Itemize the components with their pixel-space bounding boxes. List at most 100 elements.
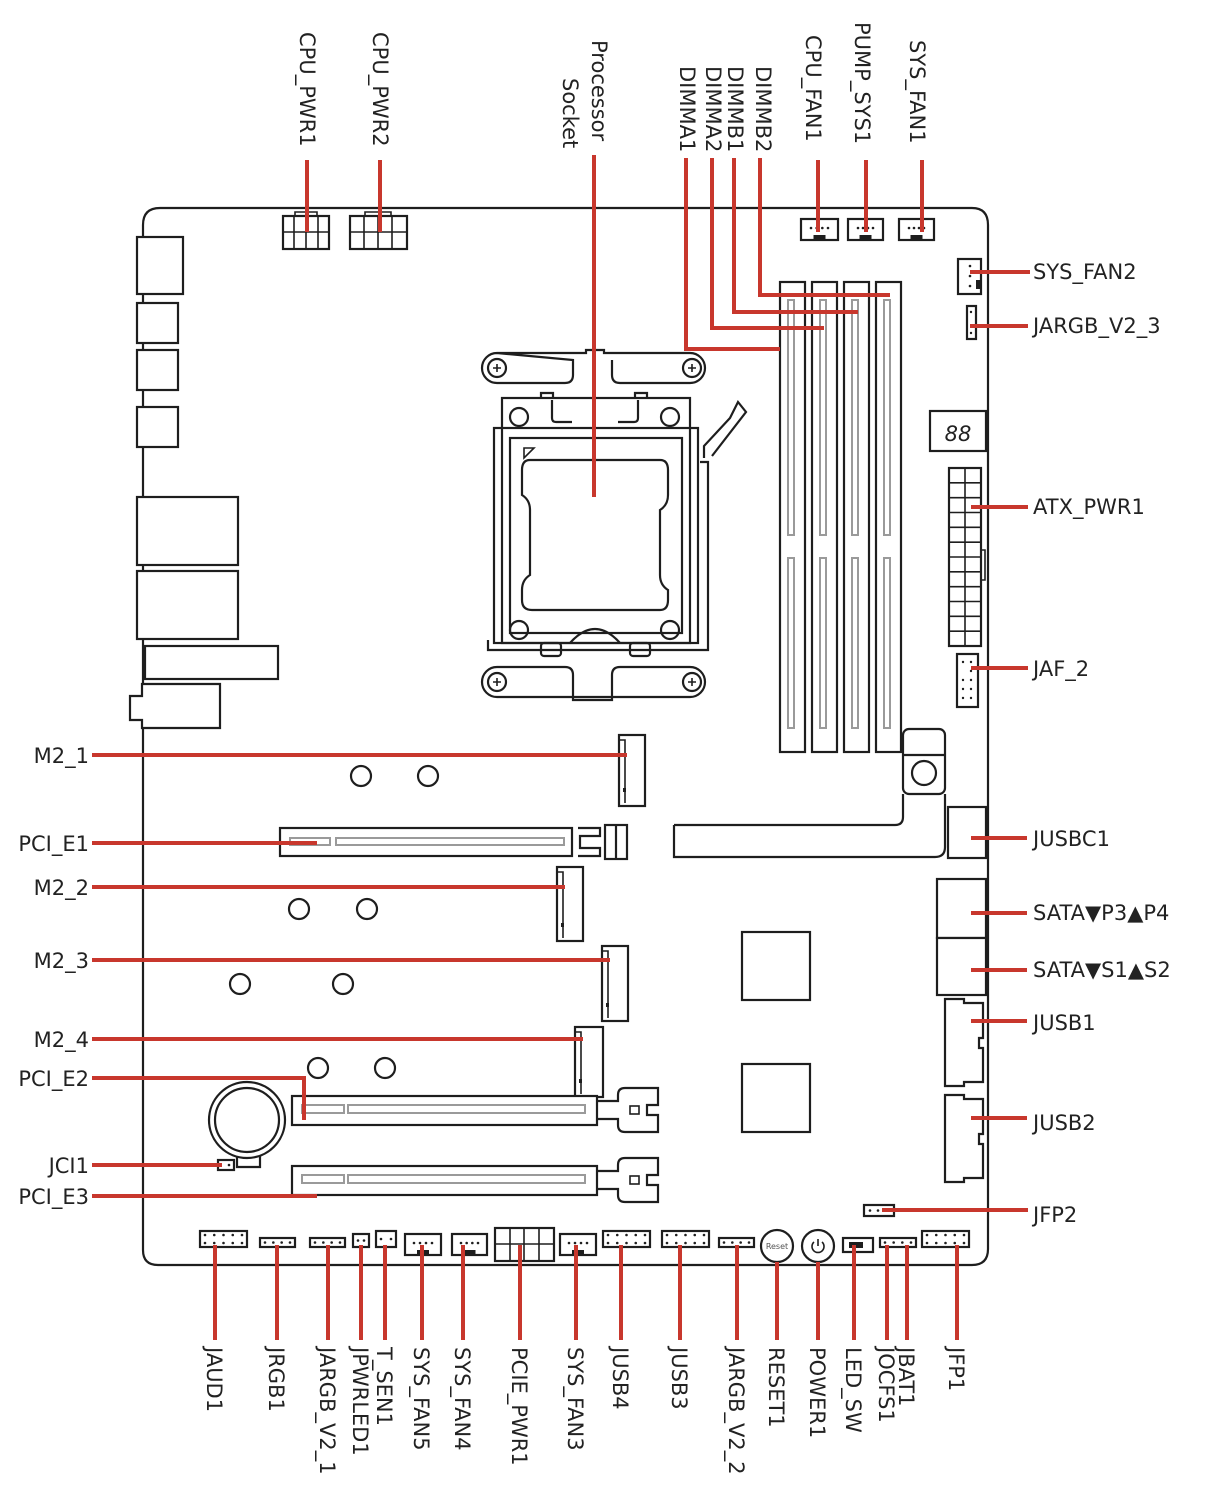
fan-pin (809, 226, 813, 230)
jargb-v2-2-header-pin (731, 1241, 734, 1244)
jaf-pin (961, 696, 965, 700)
fan-pin (465, 1241, 468, 1245)
fan-pin (476, 1241, 480, 1245)
jaf-pin (969, 669, 973, 673)
fan-pin (856, 226, 860, 230)
jocfs1-jbat1-header-pin (892, 1241, 895, 1244)
label-cpu-fan1: CPU_FAN1 (800, 35, 825, 142)
fan-header (897, 217, 936, 242)
dimm-notch (819, 557, 827, 729)
label-sys-fan2: SYS_FAN2 (1033, 260, 1137, 285)
label-pcie-pwr1: PCIE_PWR1 (506, 1347, 531, 1466)
jaf-pin (969, 660, 973, 664)
label-sys-fan1: SYS_FAN1 (904, 40, 929, 144)
fan-pin (917, 226, 921, 230)
debug-led-text: 88 (945, 422, 972, 446)
dimm-slot (842, 280, 871, 754)
fan-key (463, 1250, 476, 1254)
label-jusb1: JUSB1 (1031, 1011, 1096, 1035)
jaud1-header-pin (222, 1241, 225, 1245)
top-fan-headers (799, 217, 936, 242)
jusb4-header-pin (606, 1233, 610, 1237)
jocfs1-jbat1-header (878, 1236, 918, 1249)
jaf-pin (961, 687, 965, 691)
jusb4-header (601, 1229, 652, 1249)
m2-key (561, 923, 564, 927)
jfp1-header (920, 1229, 971, 1249)
dimm-notch (819, 299, 827, 536)
label-dimma1: DIMMA1 (675, 66, 699, 152)
jargb-v2-1-header-pin (338, 1241, 342, 1244)
label-sys-fan3: SYS_FAN3 (562, 1347, 587, 1451)
jaf-pin (961, 678, 965, 682)
m2-slot (600, 944, 630, 1023)
fan-key (910, 235, 923, 239)
cmos-battery (207, 1080, 287, 1169)
fan-pin (585, 1241, 589, 1245)
jargb-v2-1-header-pin (313, 1241, 317, 1244)
pci-e1-slot (278, 823, 629, 861)
fan-pin (459, 1241, 463, 1245)
fan-header (450, 1232, 489, 1257)
pcie-lane (347, 1174, 586, 1184)
jusb3-header-pin (702, 1241, 706, 1245)
jusb3-header-pin (693, 1241, 697, 1245)
m2-slot (617, 733, 647, 808)
jfp1-header-pin (944, 1233, 947, 1237)
rear-io-panel (128, 235, 280, 730)
jaud1-header-pin (231, 1241, 235, 1245)
fan-pin (424, 1241, 428, 1245)
label-jci1: JCI1 (47, 1154, 89, 1178)
fan-pin (567, 1241, 571, 1245)
jocfs1-jbat1-header-pin (909, 1241, 913, 1244)
label-jargb-v2-1: JARGB_V2_1 (314, 1345, 339, 1475)
jfp1-header-pin (934, 1241, 938, 1245)
fan-pin (861, 226, 865, 230)
jaud1-header-pin (203, 1241, 207, 1245)
pcie-latch (597, 1086, 660, 1134)
fan-pin (871, 226, 875, 230)
dimm-notch (883, 557, 891, 729)
jargb-v2-1-header-pin (330, 1241, 333, 1244)
jusb4-header-pin (643, 1241, 647, 1245)
fan-key (859, 235, 872, 239)
jusb4-header-pin (615, 1241, 619, 1245)
jusb4-header-pin (615, 1233, 619, 1237)
jaud1-header-pin (222, 1233, 225, 1237)
jusb1-connector (943, 997, 985, 1088)
label-pci-e2: PCI_E2 (18, 1067, 89, 1092)
label-jusb2: JUSB2 (1031, 1111, 1096, 1135)
reset-button-text: Reset (766, 1242, 788, 1251)
bottom-headers: Reset (198, 1226, 971, 1264)
label-m2-1: M2_1 (34, 744, 89, 769)
pcie-slot (290, 1164, 599, 1197)
fan-pin (826, 226, 830, 230)
jfp1-header-pin (944, 1241, 947, 1245)
jusb3-header-pin (674, 1241, 678, 1245)
label-sata-s1s2: SATA▼S1▲S2 (1033, 958, 1171, 982)
cpu-pwr2-connector (348, 211, 409, 251)
fan-pin (412, 1241, 416, 1245)
dimm-slot (778, 280, 807, 754)
lead-dimmb2 (758, 158, 890, 297)
label-sata-p3p4: SATA▼P3▲P4 (1033, 901, 1169, 925)
pcie-key (301, 1174, 345, 1184)
jrgb1-header-pin (280, 1241, 283, 1244)
jfp1-header-pin (953, 1233, 957, 1237)
t-sen1-header (374, 1229, 398, 1249)
jpwrled1-header-pin (356, 1239, 360, 1242)
label-processor-socket-1: Processor (587, 40, 611, 142)
m2-slot (555, 865, 585, 943)
dimm-slot (810, 280, 839, 754)
jusb4-header-pin (625, 1241, 628, 1245)
jfp1-header-pin (962, 1241, 966, 1245)
jusb3-header-pin (665, 1233, 669, 1237)
jusb4-header-pin (634, 1241, 638, 1245)
jusb4-header-pin (625, 1233, 628, 1237)
label-jocfs1: JOCFS1 (874, 1345, 898, 1423)
dimm-notch (851, 299, 859, 536)
heatsink-outline (672, 727, 947, 859)
jusb3-header (660, 1229, 711, 1249)
lead-dimma1 (684, 158, 780, 351)
